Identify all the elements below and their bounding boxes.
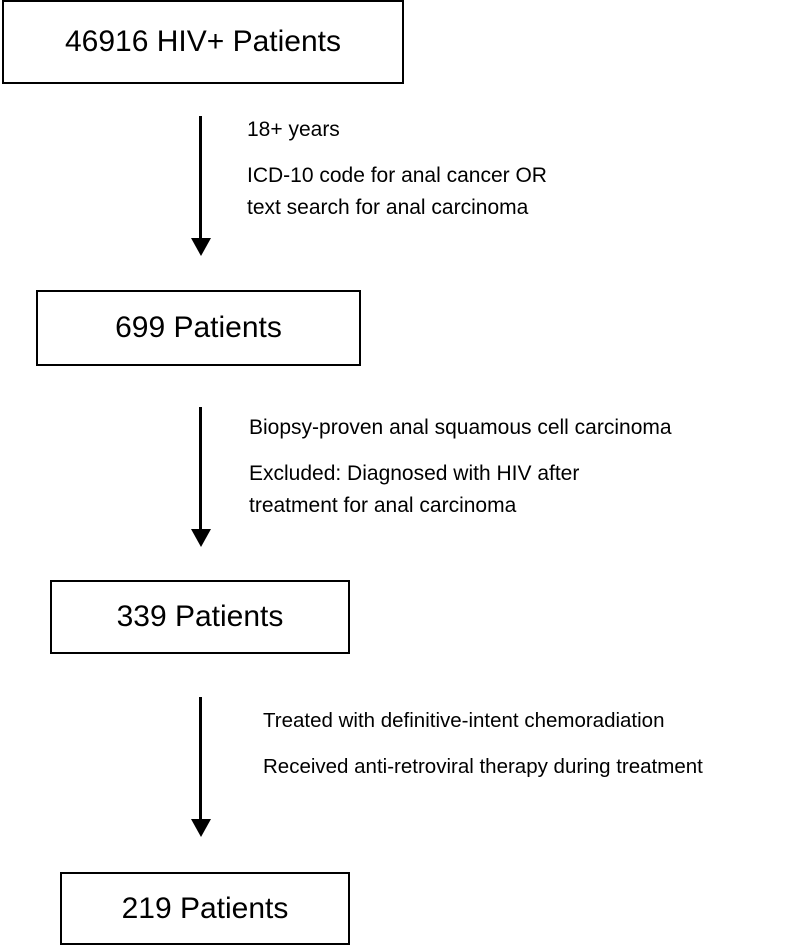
stage-label: 699 Patients <box>115 311 282 344</box>
criteria-line: Treated with definitive-intent chemoradi… <box>263 709 665 732</box>
stage-label: 46916 HIV+ Patients <box>64 25 342 58</box>
criteria-block-3: Treated with definitive-intent chemoradi… <box>263 705 703 783</box>
arrow-shaft <box>199 407 202 531</box>
down-arrow-icon <box>191 116 211 256</box>
stage-box-3: 339 Patients <box>50 580 350 654</box>
arrowhead <box>191 819 211 837</box>
criteria-spacer <box>263 737 703 751</box>
criteria-spacer <box>249 444 672 458</box>
arrow-shaft <box>199 116 202 240</box>
criteria-line: 18+ years <box>247 118 340 141</box>
criteria-block-1: 18+ years ICD-10 code for anal cancer OR… <box>247 114 547 224</box>
down-arrow-icon <box>191 697 211 837</box>
criteria-line: Excluded: Diagnosed with HIV after <box>249 462 580 485</box>
down-arrow-icon <box>191 407 211 547</box>
criteria-line: ICD-10 code for anal cancer OR <box>247 164 547 187</box>
arrowhead <box>191 529 211 547</box>
stage-box-4: 219 Patients <box>60 872 350 945</box>
arrowhead <box>191 238 211 256</box>
criteria-line: Received anti-retroviral therapy during … <box>263 755 703 778</box>
arrow-shaft <box>199 697 202 821</box>
stage-box-1: 46916 HIV+ Patients <box>2 0 404 84</box>
criteria-line: text search for anal carcinoma <box>247 196 529 219</box>
criteria-spacer <box>247 146 547 160</box>
stage-label: 219 Patients <box>121 891 289 925</box>
criteria-line: treatment for anal carcinoma <box>249 494 517 517</box>
stage-label: 339 Patients <box>116 600 284 633</box>
stage-box-2: 699 Patients <box>36 290 361 366</box>
criteria-block-2: Biopsy-proven anal squamous cell carcino… <box>249 412 672 522</box>
criteria-line: Biopsy-proven anal squamous cell carcino… <box>249 416 672 439</box>
